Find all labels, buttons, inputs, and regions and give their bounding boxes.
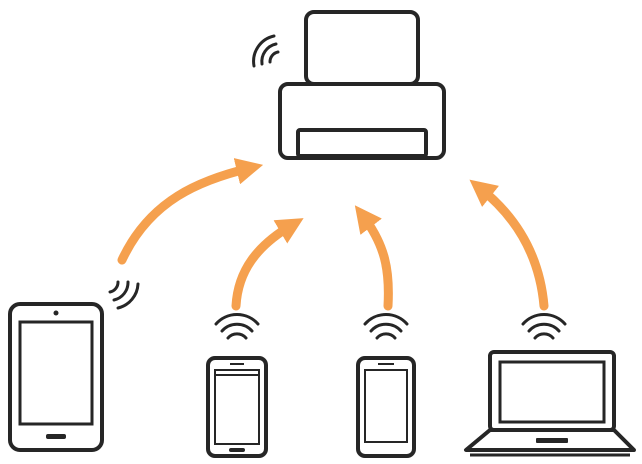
smartphone-2-icon (356, 356, 416, 458)
arrow-laptop-to-printer (469, 179, 549, 311)
arrows (117, 158, 549, 311)
smartphone-2-wifi-icon (363, 313, 409, 340)
printer-icon (278, 10, 446, 160)
arrow-tablet-to-printer (117, 158, 264, 265)
printer-wifi-icon (252, 34, 280, 68)
arrow-phone2-to-printer (354, 205, 393, 311)
smartphone-1-wifi-icon (214, 313, 260, 340)
tablet-icon (8, 302, 104, 452)
tablet-wifi-icon (108, 280, 140, 310)
laptop-icon (464, 350, 636, 457)
arrow-phone1-to-printer (231, 218, 304, 311)
laptop-wifi-icon (521, 313, 567, 340)
smartphone-1-icon (206, 356, 268, 458)
